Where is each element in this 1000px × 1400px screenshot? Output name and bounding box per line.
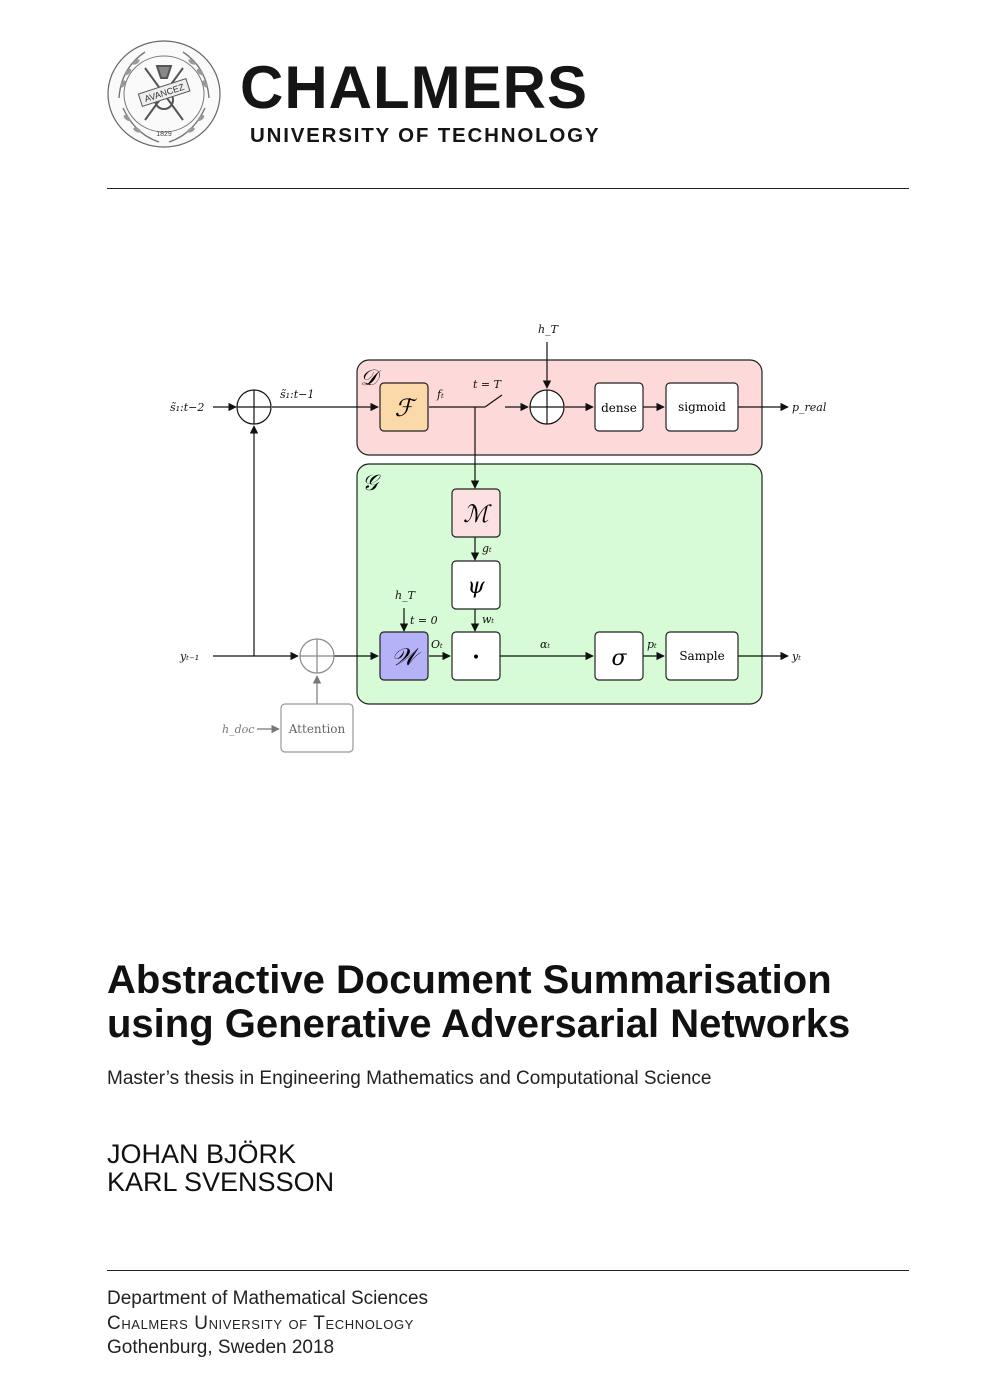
sigmoid-box (665, 382, 739, 432)
model-architecture-diagram: 𝒟 𝒢 (170, 323, 827, 753)
diagram-label: • (472, 650, 480, 666)
sigma-box (594, 631, 644, 681)
feature-extractor-box (379, 382, 429, 432)
university-name: Chalmers University of Technology (107, 1312, 414, 1334)
attention-box (280, 703, 354, 753)
diagram-label: wₜ (482, 613, 494, 626)
author-name: KARL SVENSSON (107, 1167, 335, 1197)
word-weights-box (379, 631, 429, 681)
diagram-label: h_doc (222, 723, 254, 736)
footer-divider (107, 1270, 909, 1271)
dense-box (594, 382, 644, 432)
diagram-label: Oₜ (431, 638, 443, 651)
thesis-title-line-1: Abstractive Document Summarisation (107, 958, 832, 1002)
diagram-label: ℱ (395, 394, 418, 422)
sum-node-bottom (299, 638, 335, 674)
department: Department of Mathematical Sciences (107, 1288, 429, 1309)
diagram-label: σ (611, 646, 627, 671)
authors: JOHAN BJÖRK KARL SVENSSON (107, 1140, 334, 1196)
header-divider (107, 188, 909, 189)
diagram-label: s̃₁:t−1 (280, 388, 314, 401)
diagram-label: yₜ₋₁ (179, 650, 199, 663)
dot-product-box (451, 631, 501, 681)
sum-node-discriminator (529, 389, 565, 425)
diagram-label: s̃₁:t−2 (170, 401, 204, 414)
author-name: JOHAN BJÖRK (107, 1139, 297, 1169)
diagram-label: Sample (679, 649, 724, 663)
sample-box (665, 631, 739, 681)
thesis-title-line-2: using Generative Adversarial Networks (107, 1002, 851, 1046)
diagram-label: Attention (288, 722, 346, 736)
generator-label: 𝒢 (362, 471, 381, 496)
location-year: Gothenburg, Sweden 2018 (107, 1337, 335, 1358)
diagram-label: αₜ (540, 638, 550, 651)
memory-box (451, 488, 501, 538)
sum-node-top-left (236, 389, 272, 425)
diagram-label: gₜ (482, 542, 492, 555)
svg-text:1829: 1829 (156, 131, 172, 138)
diagram-label: pₜ (647, 638, 657, 651)
diagram-label: h_T (395, 589, 417, 602)
diagram-label: t = T (473, 378, 503, 391)
university-wordmark: CHALMERS (240, 54, 588, 121)
psi-box (451, 560, 501, 610)
thesis-title: Abstractive Document Summarisation using… (107, 958, 967, 1046)
thesis-subtitle: Master’s thesis in Engineering Mathemati… (107, 1068, 712, 1089)
diagram-label: ℳ (463, 500, 492, 528)
university-wordmark-subtitle: UNIVERSITY OF TECHNOLOGY (250, 124, 601, 147)
diagram-label: yₜ (791, 650, 801, 663)
diagram-label: sigmoid (678, 400, 726, 414)
footer: Department of Mathematical Sciences Chal… (107, 1287, 428, 1361)
discriminator-label: 𝒟 (360, 366, 382, 391)
diagram-label: t = 0 (410, 614, 438, 627)
chalmers-seal-logo: AVANCEZ 1829 (107, 40, 221, 148)
diagram-label: ψ (467, 574, 485, 599)
diagram-label: dense (601, 401, 637, 415)
diagram-label: p_real (792, 401, 827, 414)
diagram-label: fₜ (436, 388, 444, 401)
diagram-label: h_T (538, 323, 560, 336)
